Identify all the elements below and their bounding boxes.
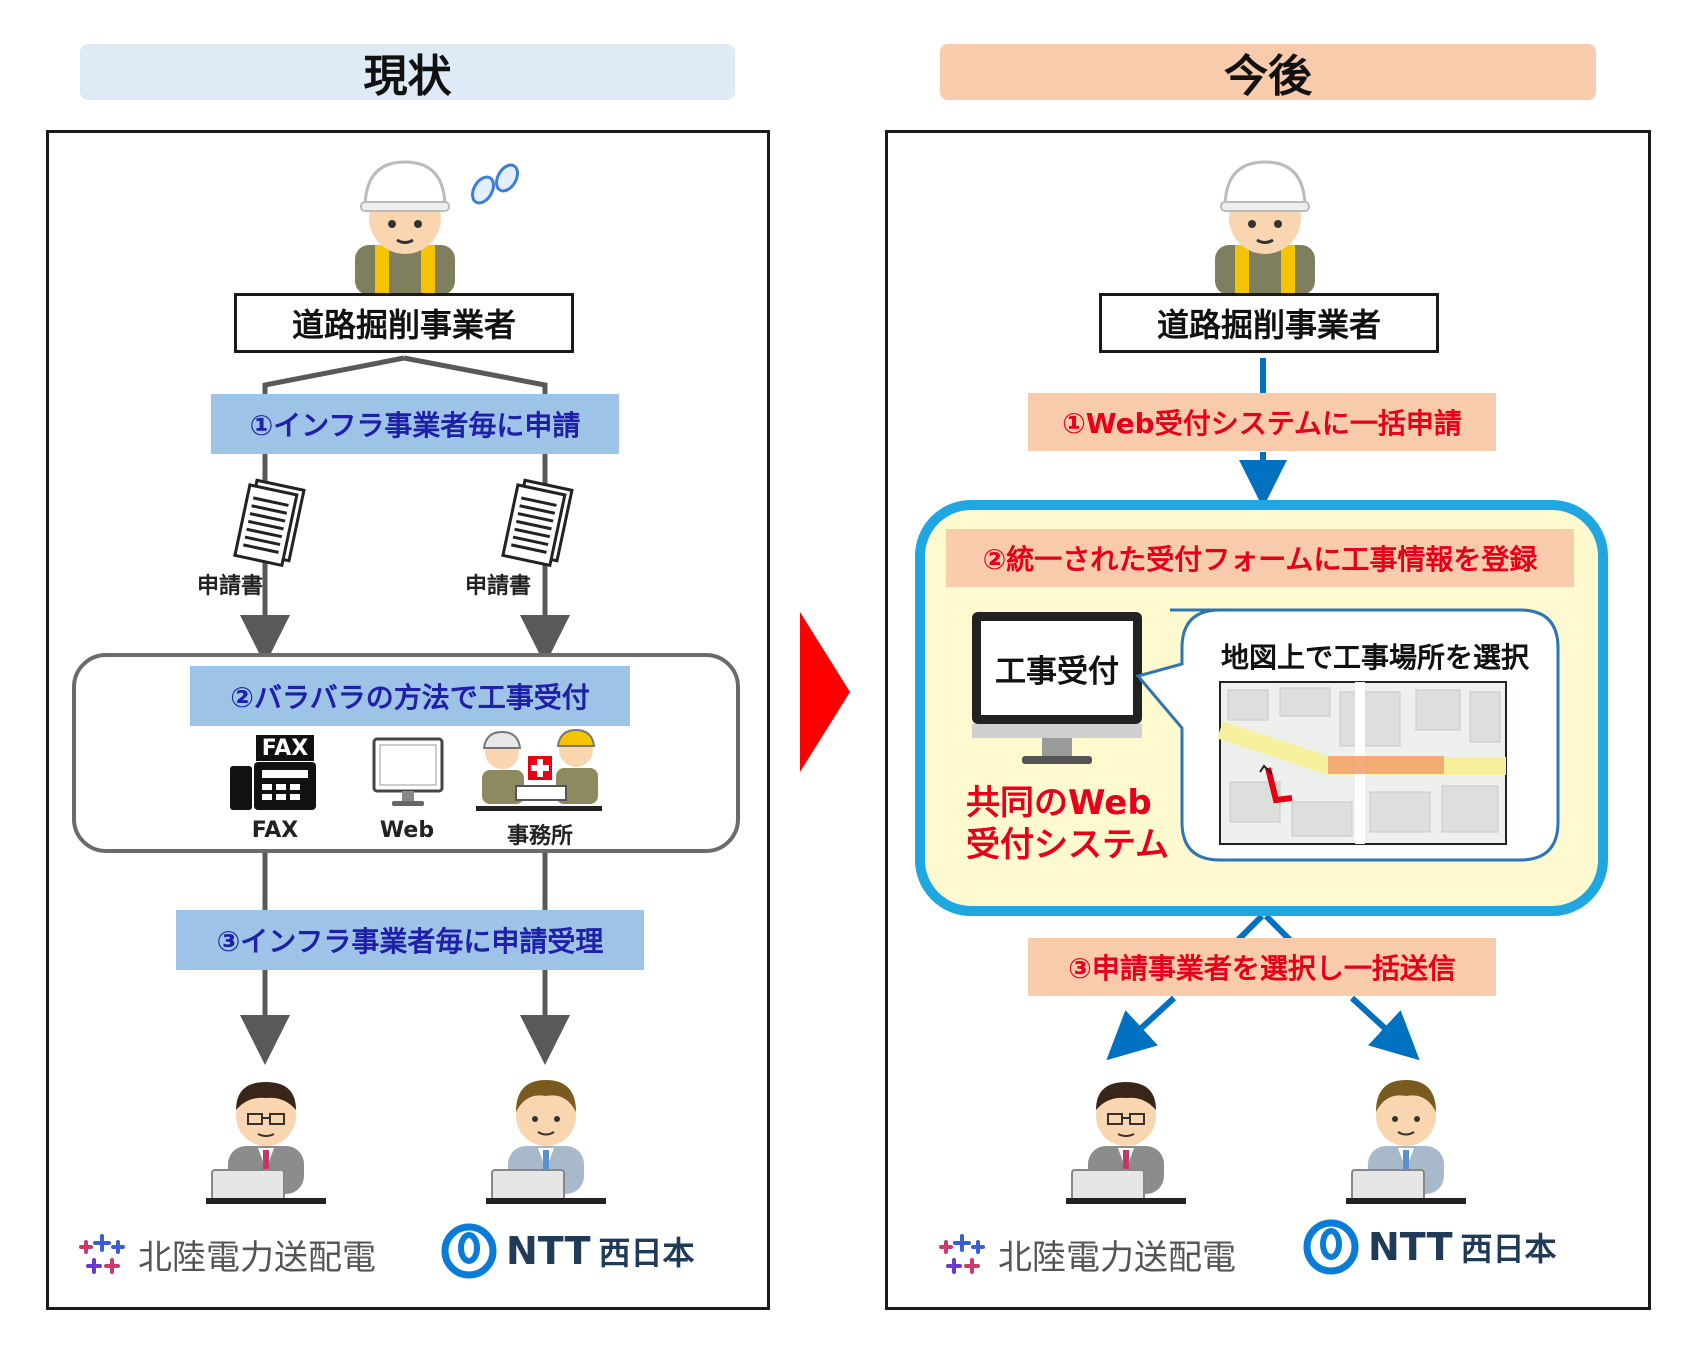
construction-worker-icon — [355, 160, 455, 295]
right-operator-box: 道路掘削事業者 — [1099, 293, 1439, 353]
map-icon — [1217, 681, 1507, 845]
ntt-ring-logo-icon — [441, 1223, 497, 1279]
right-operator-label: 道路掘削事業者 — [1156, 306, 1381, 344]
doc-label-a: 申請書 — [196, 574, 263, 599]
left-logo-ntt: NTT 西日本 — [440, 1222, 695, 1280]
right-step3-text: ③申請事業者を選択し一括送信 — [1068, 952, 1456, 985]
office-workers-icon — [476, 728, 602, 811]
left-step2-text: ②バラバラの方法で工事受付 — [230, 681, 590, 714]
monitor-icon — [372, 737, 444, 806]
ntt-ring-logo-icon — [1303, 1219, 1359, 1275]
right-step1-label: ①Web受付システムに一括申請 — [1028, 393, 1496, 451]
construction-worker-icon — [1215, 160, 1315, 295]
monitor-stand-icon — [972, 724, 1142, 764]
left-step1-label: ①インフラ事業者毎に申請 — [211, 394, 619, 454]
fax-sign-text: FAX — [261, 735, 309, 761]
right-arrow-out-b — [1349, 995, 1420, 1061]
right-step2-text: ②統一された受付フォームに工事情報を登録 — [982, 543, 1538, 576]
right-header-text: 今後 — [1224, 51, 1312, 102]
method-web-label: Web — [379, 818, 435, 843]
system-name-line2: 受付システム — [966, 825, 1169, 865]
reception-monitor: 工事受付 — [972, 612, 1142, 724]
right-step2-label: ②統一された受付フォームに工事情報を登録 — [946, 529, 1574, 587]
document-icon — [233, 478, 306, 568]
system-name-line1: 共同のWeb — [966, 783, 1152, 823]
transition-arrow — [800, 612, 850, 772]
office-clerk-icon — [486, 1080, 606, 1204]
bubble-title: 地図上で工事場所を選択 — [1220, 641, 1529, 674]
left-logo-ntt-word: NTT — [506, 1229, 591, 1273]
office-clerk-icon — [1066, 1082, 1186, 1204]
hokuriku-star-logo-icon — [79, 1234, 125, 1274]
left-operator-box: 道路掘削事業者 — [234, 293, 574, 353]
right-logo-ntt-word: NTT — [1368, 1225, 1453, 1269]
left-step3-label: ③インフラ事業者毎に申請受理 — [176, 910, 644, 970]
left-step1-text: ①インフラ事業者毎に申請 — [249, 409, 581, 442]
office-clerk-icon — [206, 1082, 326, 1204]
left-header-text: 現状 — [363, 51, 452, 102]
left-operator-label: 道路掘削事業者 — [291, 306, 516, 344]
right-logo-hokuriku: 北陸電力送配電 — [936, 1228, 1236, 1280]
office-clerk-icon — [1346, 1080, 1466, 1204]
document-icon — [501, 478, 574, 568]
left-step2-label: ②バラバラの方法で工事受付 — [190, 666, 630, 726]
method-office-label: 事務所 — [506, 824, 573, 849]
right-step1-text: ①Web受付システムに一括申請 — [1062, 407, 1462, 440]
left-header: 現状 — [80, 44, 735, 102]
hokuriku-star-logo-icon — [939, 1234, 985, 1274]
left-logo-hokuriku-text: 北陸電力送配電 — [138, 1237, 376, 1278]
left-logo-ntt-jp: 西日本 — [598, 1234, 695, 1272]
system-name: 共同のWeb 受付システム — [966, 782, 1169, 866]
reception-monitor-text: 工事受付 — [995, 653, 1119, 690]
fax-sign: FAX — [256, 735, 314, 761]
reception-monitor-screen: 工事受付 — [981, 621, 1133, 715]
right-arrow-out-a — [1106, 995, 1177, 1061]
left-step3-text: ③インフラ事業者毎に申請受理 — [216, 925, 604, 958]
right-logo-ntt: NTT 西日本 — [1302, 1218, 1557, 1276]
right-step3-label: ③申請事業者を選択し一括送信 — [1028, 938, 1496, 996]
right-logo-hokuriku-text: 北陸電力送配電 — [998, 1237, 1236, 1278]
left-logo-hokuriku: 北陸電力送配電 — [76, 1228, 376, 1280]
right-header: 今後 — [940, 44, 1596, 102]
fax-machine-icon — [230, 762, 316, 810]
sweat-drops-icon — [471, 163, 519, 205]
method-fax-label: FAX — [251, 818, 299, 843]
right-logo-ntt-jp: 西日本 — [1460, 1230, 1557, 1268]
doc-label-b: 申請書 — [464, 574, 531, 599]
